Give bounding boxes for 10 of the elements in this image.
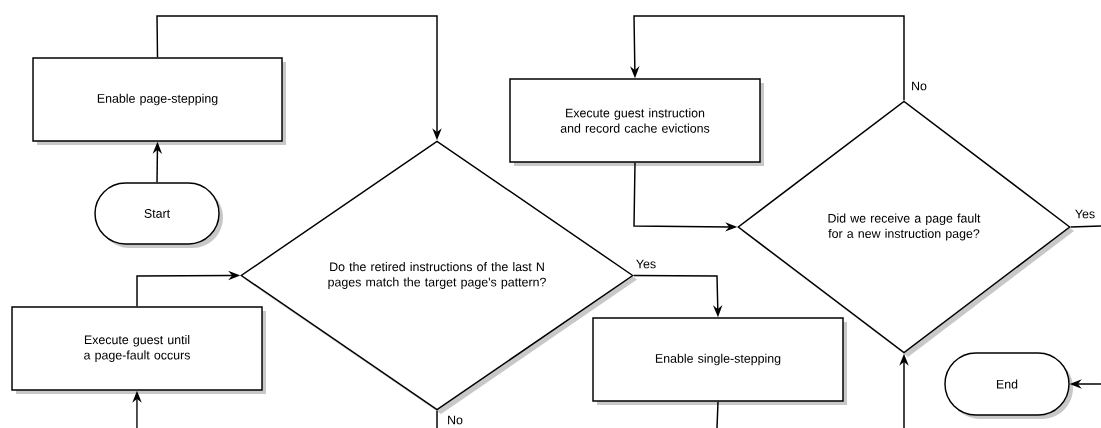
process-box: Execute guest until a page-fault occurs: [11, 306, 266, 394]
edge-label: Yes: [634, 258, 658, 270]
edge-label: No: [909, 80, 929, 92]
terminal-oval: End: [944, 352, 1073, 419]
edge-label: No: [445, 414, 465, 426]
process-box: Enable single-stepping: [592, 317, 847, 405]
edge-label: Yes: [1073, 208, 1097, 220]
process-box: Execute guest instruction and record cache evictions: [509, 78, 764, 166]
process-box: Enable page-stepping: [32, 57, 286, 145]
node-label: End: [996, 379, 1018, 389]
